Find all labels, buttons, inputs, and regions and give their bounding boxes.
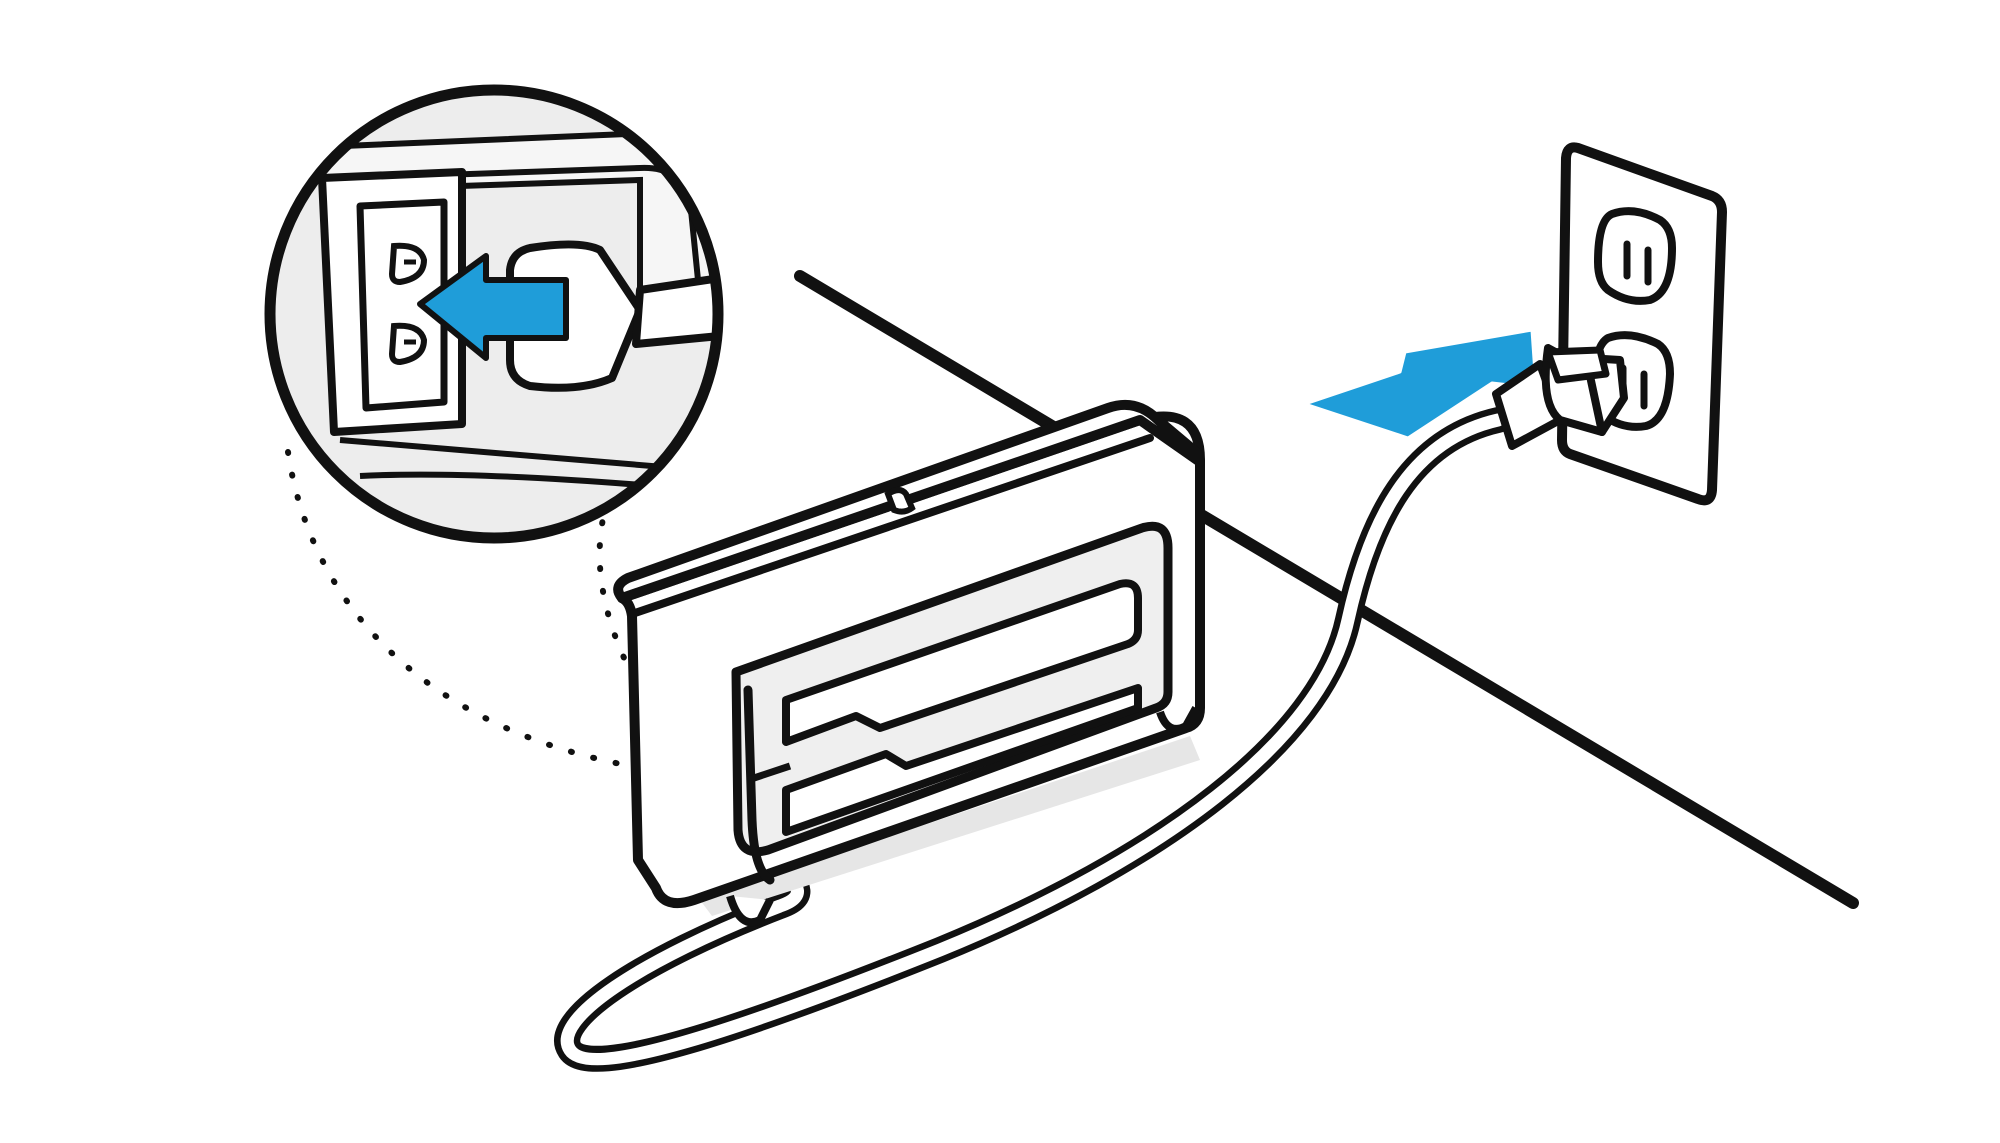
wall-outlet	[1557, 142, 1727, 506]
plug-in-arrow-outlet	[1303, 328, 1538, 440]
plug-in-arrow-dock	[417, 253, 569, 361]
detail-magnifier	[264, 84, 724, 544]
outlet-receptacle-top	[1593, 207, 1677, 305]
power-cord	[554, 407, 1511, 1072]
power-plug	[1492, 344, 1628, 450]
home-base-dock	[613, 400, 1205, 927]
wall-corner-line	[794, 270, 1859, 909]
